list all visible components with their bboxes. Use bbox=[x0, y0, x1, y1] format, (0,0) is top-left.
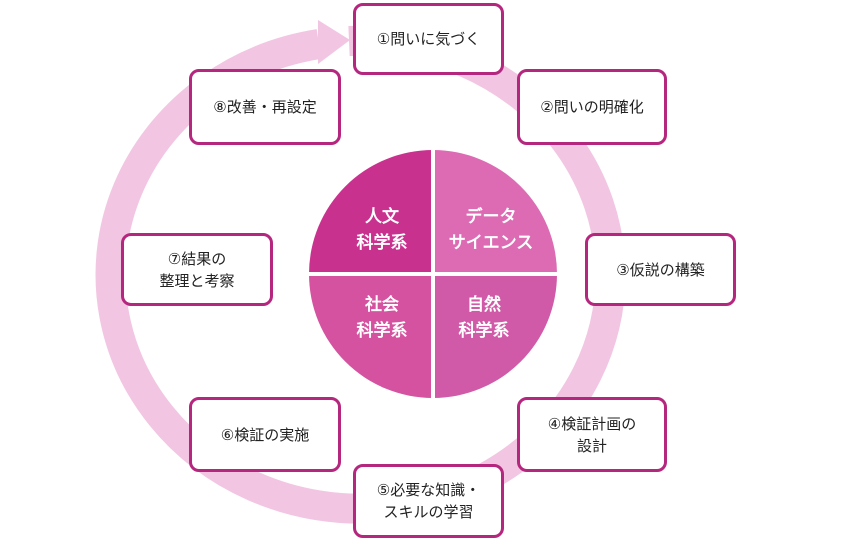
step-2-box: ②問いの明確化 bbox=[517, 69, 667, 145]
step-6-box: ⑥検証の実施 bbox=[189, 397, 341, 472]
quadrant-natural-science bbox=[433, 274, 557, 398]
step-3-box: ③仮説の構築 bbox=[585, 233, 736, 306]
step-1-box: ①問いに気づく bbox=[353, 3, 504, 75]
cycle-arrowhead-icon bbox=[318, 20, 350, 64]
step-8-box: ⑧改善・再設定 bbox=[189, 69, 341, 145]
quadrant-data-science bbox=[433, 150, 557, 274]
step-7-box: ⑦結果の 整理と考察 bbox=[121, 233, 273, 306]
quadrant-social-science bbox=[309, 274, 433, 398]
step-5-box: ⑤必要な知識・ スキルの学習 bbox=[353, 464, 504, 538]
quadrant-humanities bbox=[309, 150, 433, 274]
step-4-box: ④検証計画の 設計 bbox=[517, 397, 667, 472]
